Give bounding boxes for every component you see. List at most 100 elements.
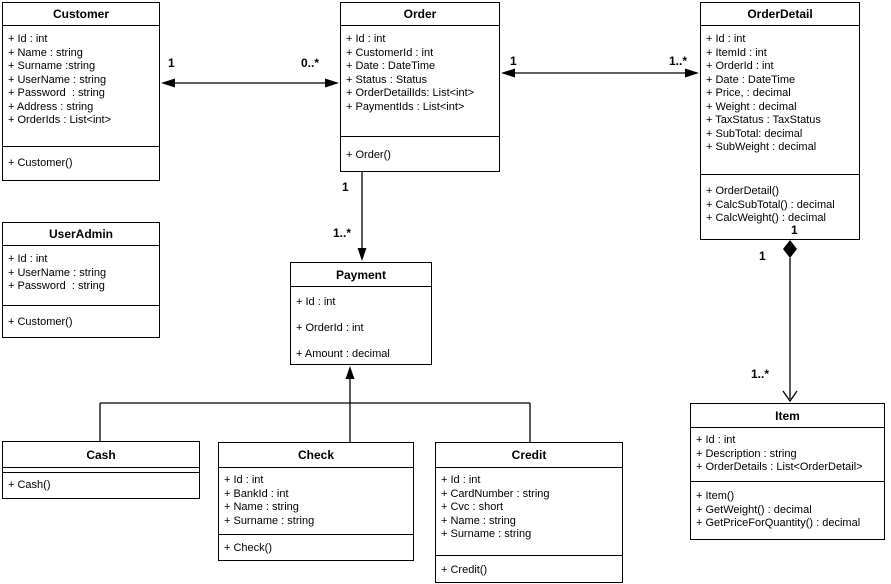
arrowhead-left-icon [161,78,175,88]
attribute: + Id : int [8,33,48,45]
method: + Item() [696,490,735,502]
class-cash-attributes [3,467,199,472]
class-cash[interactable]: Cash + Cash() [2,441,200,499]
arrowhead-right-icon [685,68,699,78]
multiplicity-order-side-left: 0..* [300,56,321,70]
method: + Check() [224,542,272,554]
class-useradmin-attributes: + Id : int + UserName : string + Passwor… [3,245,159,305]
multiplicity-customer-side: 1 [167,56,176,70]
edge-customer-order[interactable] [161,78,339,88]
attribute: + OrderIds : List<int> [8,114,112,126]
class-cash-title: Cash [86,447,116,462]
attribute: + BankId : int [224,487,289,500]
attribute: + Surname : string [224,514,315,527]
class-credit-methods: + Credit() [436,555,622,582]
method: + GetWeight() : decimal [696,503,812,516]
method: + Order() [346,149,391,161]
class-order[interactable]: Order + Id : int + CustomerId : int + Da… [340,2,500,172]
class-customer[interactable]: Customer + Id : int + Name : string + Su… [2,2,160,181]
attribute: + TaxStatus : TaxStatus [706,114,821,126]
edge-payment-generalization[interactable] [99,366,531,442]
class-cash-methods: + Cash() [3,472,199,498]
attribute: + Price, : decimal [706,87,791,99]
class-customer-attributes: + Id : int + Name : string + Surname :st… [3,25,159,146]
arrowhead-down-icon [357,248,367,261]
multiplicity-composition-target: 1..* [750,367,771,381]
attribute: + UserName : string [8,73,107,86]
attribute: + Id : int [706,33,746,45]
attribute: + Id : int [696,434,736,446]
attribute: + Id : int [296,296,336,308]
class-item-methods: + Item() + GetWeight() : decimal + GetPr… [691,481,884,539]
class-credit[interactable]: Credit + Id : int + CardNumber : string … [435,442,623,583]
class-payment-attributes: + Id : int + OrderId : int + Amount : de… [291,286,431,364]
attribute: + Surname :string [8,60,96,72]
attribute: + OrderDetailIds: List<int> [346,87,475,99]
arrowhead-right-icon [325,78,339,88]
class-customer-title: Customer [52,7,109,21]
attribute: + UserName : string [8,266,107,279]
class-order-attributes: + Id : int + CustomerId : int + Date : D… [341,25,499,136]
class-check-attributes: + Id : int + BankId : int + Name : strin… [219,467,413,534]
attribute: + Name : string [8,46,83,59]
class-item-title: Item [775,408,800,423]
class-useradmin-title: UserAdmin [48,227,113,241]
attribute: + PaymentIds : List<int> [346,100,465,113]
arrowhead-left-icon [501,68,515,78]
attribute: + Id : int [224,474,264,486]
multiplicity-composition-source: 1 [758,249,767,263]
multiplicity-order-payment-source: 1 [341,180,350,194]
multiplicity-orderdetail-side: 1..* [668,54,689,68]
class-useradmin[interactable]: UserAdmin + Id : int + UserName : string… [2,222,160,338]
attribute: + OrderId : int [296,322,364,334]
attribute: + ItemId : int [706,46,767,59]
edge-orderdetail-item[interactable] [782,240,798,403]
attribute: + Surname : string [441,528,532,540]
method: + Cash() [8,479,51,491]
attribute: + Weight : decimal [706,100,797,113]
attribute: + Status : Status [346,73,428,86]
attribute: + Description : string [696,447,797,460]
method: + Customer() [8,316,73,328]
multiplicity-order-payment-target: 1..* [332,226,353,240]
attribute: + Name : string [441,514,516,527]
method: + Credit() [441,564,488,576]
edge-order-orderdetail[interactable] [501,68,699,78]
method: + OrderDetail() [706,185,780,197]
class-check[interactable]: Check + Id : int + BankId : int + Name :… [218,442,414,561]
attribute: + Id : int [8,253,48,265]
class-payment[interactable]: Payment + Id : int + OrderId : int + Amo… [290,262,432,365]
class-customer-methods: + Customer() [3,146,159,180]
class-credit-attributes: + Id : int + CardNumber : string + Cvc :… [436,467,622,555]
arrowhead-up-icon [345,366,355,379]
class-orderdetail-title: OrderDetail [747,7,813,21]
attribute: + CardNumber : string [441,487,550,500]
class-useradmin-methods: + Customer() [3,305,159,337]
attribute: + Amount : decimal [296,348,390,360]
class-orderdetail-attributes: + Id : int + ItemId : int + OrderId : in… [701,25,859,174]
method: + CalcSubTotal() : decimal [706,198,835,211]
method: + GetPriceForQuantity() : decimal [696,517,861,529]
class-order-methods: + Order() [341,136,499,171]
edge-order-payment[interactable] [357,172,367,261]
class-order-title: Order [403,7,437,21]
method: + CalcWeight() : decimal [706,212,826,224]
class-credit-title: Credit [511,448,547,462]
multiplicity-order-side-right: 1 [509,54,518,68]
multiplicity-orderdetail-inner: 1 [790,223,799,237]
attribute: + Cvc : short [441,501,504,513]
class-item[interactable]: Item + Id : int + Description : string +… [690,403,885,540]
class-orderdetail-methods: + OrderDetail() + CalcSubTotal() : decim… [701,174,859,239]
class-orderdetail[interactable]: OrderDetail + Id : int + ItemId : int + … [700,2,860,240]
class-check-methods: + Check() [219,534,413,560]
attribute: + CustomerId : int [346,46,434,59]
attribute: + Id : int [346,33,386,45]
attribute: + Name : string [224,501,299,513]
attribute: + Password : string [8,280,105,292]
method: + Customer() [8,157,73,169]
attribute: + Id : int [441,474,481,486]
attribute: + Date : DateTime [346,60,436,72]
arrowhead-open-down-icon [782,390,798,403]
